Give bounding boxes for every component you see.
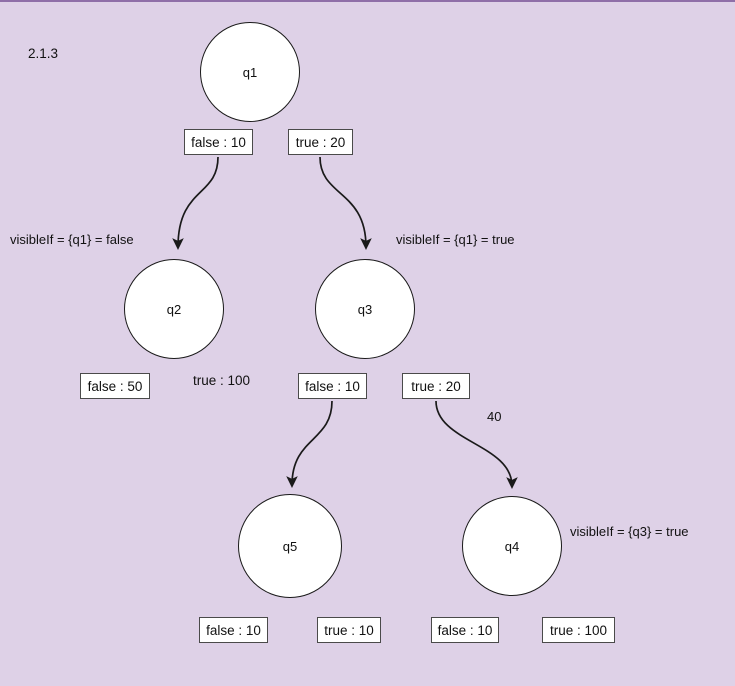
edge-label-q2-false[interactable]: false : 50	[80, 373, 150, 399]
node-label: q2	[166, 301, 182, 317]
edge-label-q4-true[interactable]: true : 100	[542, 617, 615, 643]
edge-q1-to-q2	[172, 156, 219, 251]
node-label: q5	[282, 538, 298, 554]
node-label: q4	[504, 538, 520, 554]
edge-label-q3-true[interactable]: true : 20	[402, 373, 470, 399]
edge-label-q2-true[interactable]: true : 100	[193, 373, 251, 388]
node-q2[interactable]: q2	[124, 259, 224, 359]
annotation-ann-q3: visibleIf = {q1} = true	[396, 232, 515, 247]
edge-q3-to-q5	[286, 400, 333, 489]
edge-label-q5-false[interactable]: false : 10	[199, 617, 268, 643]
edge-label-q1-true[interactable]: true : 20	[288, 129, 353, 155]
node-q1[interactable]: q1	[200, 22, 300, 122]
annotation-ann-40: 40	[487, 409, 502, 424]
diagram-id-label: 2.1.3	[28, 46, 59, 61]
node-label: q1	[242, 64, 258, 80]
edge-label-q3-false[interactable]: false : 10	[298, 373, 367, 399]
annotation-ann-q4: visibleIf = {q3} = true	[570, 524, 689, 539]
node-q5[interactable]: q5	[238, 494, 342, 598]
node-q4[interactable]: q4	[462, 496, 562, 596]
node-q3[interactable]: q3	[315, 259, 415, 359]
edge-q1-to-q3	[319, 156, 372, 251]
edge-label-q1-false[interactable]: false : 10	[184, 129, 253, 155]
edge-label-q5-true[interactable]: true : 10	[317, 617, 381, 643]
annotation-ann-q2: visibleIf = {q1} = false	[10, 232, 134, 247]
node-label: q3	[357, 301, 373, 317]
edge-label-q4-false[interactable]: false : 10	[431, 617, 499, 643]
